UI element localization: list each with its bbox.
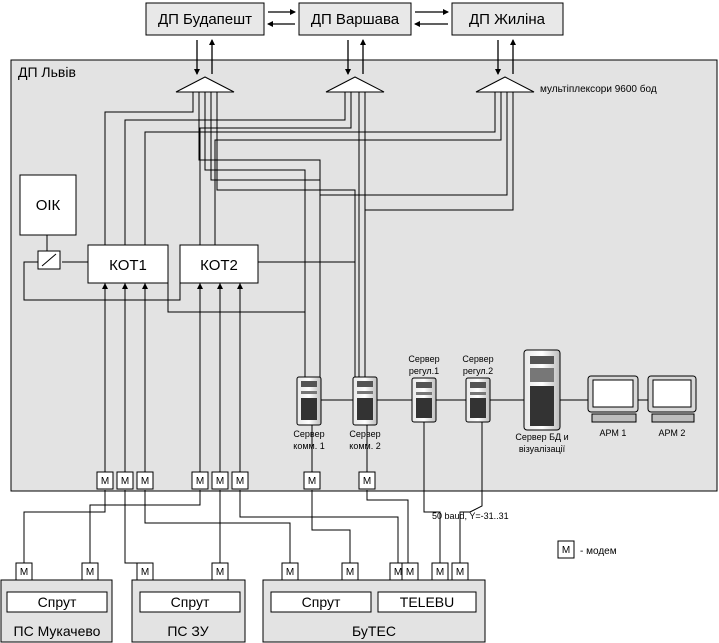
telebu-label: TELEBU [400, 594, 454, 610]
modem: М [81, 562, 99, 581]
legend: М - модем [557, 540, 617, 559]
server-reg1-label-2: регул.1 [409, 366, 439, 376]
legend-modem-letter: М [562, 545, 570, 556]
svg-text:М: М [346, 567, 354, 578]
arm2-label: АРМ 2 [659, 428, 686, 438]
server-db: Сервер БД и візуалізації [515, 349, 569, 454]
svg-text:М: М [121, 476, 129, 487]
station-mukachevo: Спрут ПС Мукачево [0, 579, 113, 643]
mux-label: мультіплексори 9600 бод [540, 83, 657, 95]
modem: М [136, 562, 154, 581]
arm1-label: АРМ 1 [600, 428, 627, 438]
station-mukachevo-label: ПС Мукачево [14, 623, 101, 639]
server-db-label-1: Сервер БД и [515, 432, 568, 442]
svg-text:М: М [363, 476, 371, 487]
server-reg2-label-1: Сервер [462, 354, 493, 364]
station-zu: Спрут ПС ЗУ [131, 579, 246, 643]
svg-text:М: М [394, 567, 402, 578]
modem: М [96, 471, 114, 490]
server-comm2: Сервер комм. 2 [349, 376, 381, 451]
oik-switch [37, 250, 61, 270]
node-warsaw: ДП Варшава [298, 2, 412, 36]
arm1-workstation: АРМ 1 [587, 375, 639, 438]
modem: М [15, 562, 33, 581]
svg-text:М: М [141, 567, 149, 578]
svg-text:М: М [216, 567, 224, 578]
modem: М [116, 471, 134, 490]
svg-text:М: М [86, 567, 94, 578]
station-zu-label: ПС ЗУ [167, 623, 208, 639]
kot2-label: КОТ2 [200, 257, 238, 274]
modem: М [211, 562, 229, 581]
node-budapest: ДП Будапешт [145, 2, 265, 36]
modem: М [136, 471, 154, 490]
svg-text:М: М [456, 567, 464, 578]
modem: М [451, 562, 469, 581]
baud-note: 50 baud, Y=-31..31 [432, 511, 509, 521]
svg-text:М: М [308, 476, 316, 487]
node-zilina: ДП Жиліна [451, 2, 564, 36]
server-comm2-label-2: комм. 2 [349, 441, 380, 451]
svg-text:М: М [216, 476, 224, 487]
mux-2 [325, 76, 385, 93]
mux-link-arrows [194, 39, 516, 75]
server-db-label-2: візуалізації [519, 444, 566, 454]
sprut-label: Спрут [38, 594, 77, 610]
server-comm1: Сервер комм. 1 [293, 376, 325, 451]
modem: М [303, 471, 321, 490]
server-reg1-label-1: Сервер [408, 354, 439, 364]
server-comm2-label-1: Сервер [349, 429, 380, 439]
modem: М [231, 471, 249, 490]
region-lviv-label: ДП Львів [18, 64, 76, 80]
modem-row: М М М М М М М М [96, 471, 376, 490]
svg-text:М: М [286, 567, 294, 578]
modem: М [191, 471, 209, 490]
legend-text: - модем [580, 546, 617, 557]
station-butec-label: БуТЕС [352, 623, 396, 639]
kot1-block: КОТ1 [87, 244, 169, 284]
server-comm1-label-2: комм. 1 [293, 441, 324, 451]
svg-text:М: М [141, 476, 149, 487]
modem: М [281, 562, 299, 581]
svg-text:М: М [236, 476, 244, 487]
server-reg1: Сервер регул.1 [408, 354, 440, 423]
oik-block: ОІК [19, 174, 77, 236]
node-warsaw-label: ДП Варшава [311, 11, 400, 28]
server-comm1-label-1: Сервер [293, 429, 324, 439]
svg-text:М: М [20, 567, 28, 578]
kot-input-arrows [102, 283, 243, 300]
station-butec: Спрут TELEBU БуТЕС [262, 579, 486, 643]
svg-text:М: М [196, 476, 204, 487]
sprut-label: Спрут [302, 594, 341, 610]
kot1-label: КОТ1 [109, 257, 147, 274]
svg-text:М: М [436, 567, 444, 578]
mux-3 [475, 76, 535, 93]
server-reg2: Сервер регул.2 [462, 354, 494, 423]
server-reg2-label-2: регул.2 [463, 366, 493, 376]
svg-text:М: М [101, 476, 109, 487]
modem: М [211, 471, 229, 490]
modem: М [401, 562, 419, 581]
modem: М [358, 471, 376, 490]
top-link-arrows [267, 9, 449, 27]
sprut-label: Спрут [171, 594, 210, 610]
node-budapest-label: ДП Будапешт [158, 11, 252, 28]
station-modem-row: М М М М М М М М М М [15, 562, 469, 581]
oik-label: ОІК [36, 197, 61, 214]
svg-text:М: М [406, 567, 414, 578]
arm2-workstation: АРМ 2 [647, 375, 697, 438]
kot2-block: КОТ2 [179, 244, 259, 284]
node-zilina-label: ДП Жиліна [469, 11, 546, 28]
modem: М [431, 562, 449, 581]
modem: М [341, 562, 359, 581]
